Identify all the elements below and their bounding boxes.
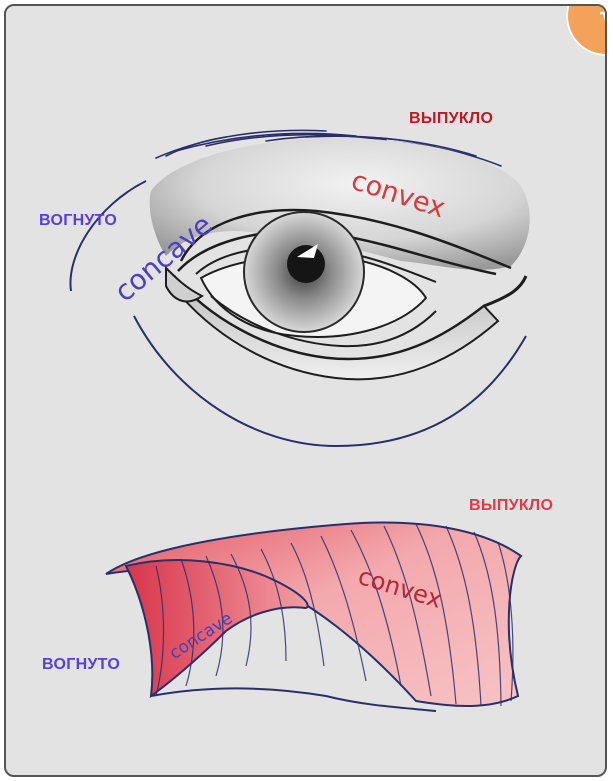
top-convex-label: ВЫПУКЛО (409, 110, 493, 128)
sheet-lower-lip (151, 689, 436, 712)
pupil (287, 245, 325, 283)
top-concave-label: ВОГНУТО (39, 212, 117, 230)
illustration-panel: ВЫПУКЛО ВОГНУТО convex concave ВЫПУКЛО В… (4, 4, 607, 777)
bottom-concave-label: ВОГНУТО (42, 656, 120, 674)
bottom-convex-label: ВЫПУКЛО (469, 497, 553, 515)
